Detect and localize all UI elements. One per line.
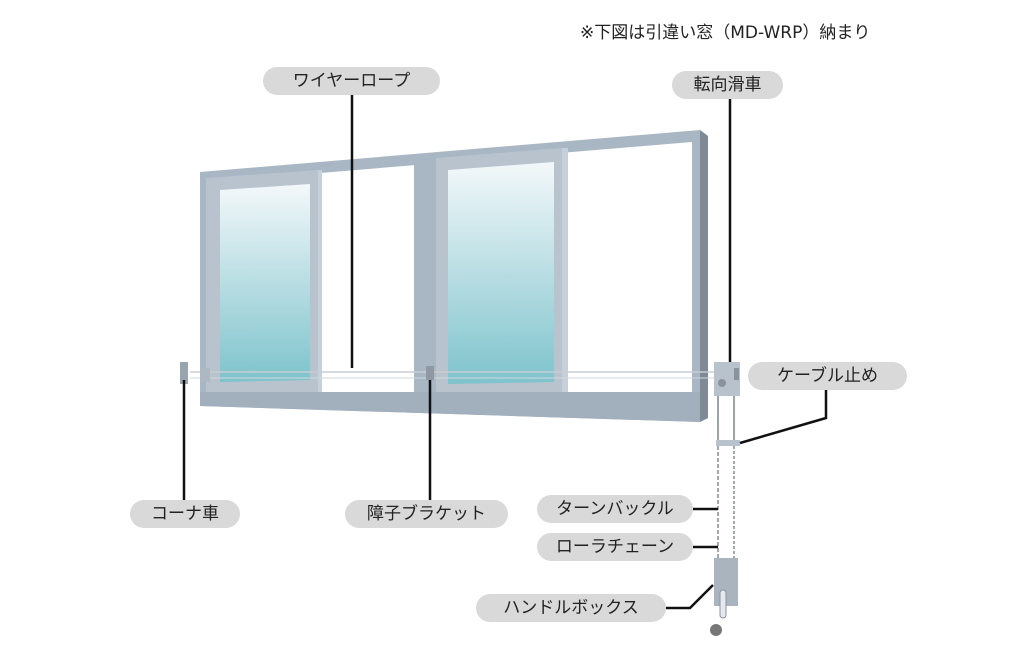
cable-stopper xyxy=(716,440,740,446)
label-roller-chain: ローラチェーン xyxy=(537,533,693,561)
label-cable-stopper: ケーブル止め xyxy=(748,362,907,390)
diagram-note: ※下図は引違い窓（MD-WRP）納まり xyxy=(580,23,871,43)
left-glass xyxy=(220,184,310,382)
right-glass xyxy=(448,162,554,384)
label-handle-box: ハンドルボックス xyxy=(476,594,666,622)
label-wire-rope: ワイヤーロープ xyxy=(263,67,440,95)
label-turnbuckle: ターンバックル xyxy=(537,495,693,523)
label-corner-pulley: コーナ車 xyxy=(130,500,240,528)
label-turning-pulley: 転向滑車 xyxy=(672,71,783,99)
label-sash-bracket: 障子ブラケット xyxy=(345,500,508,528)
leader-lines xyxy=(182,95,828,610)
corner-pulley xyxy=(180,362,188,384)
sash-bracket xyxy=(426,366,434,380)
